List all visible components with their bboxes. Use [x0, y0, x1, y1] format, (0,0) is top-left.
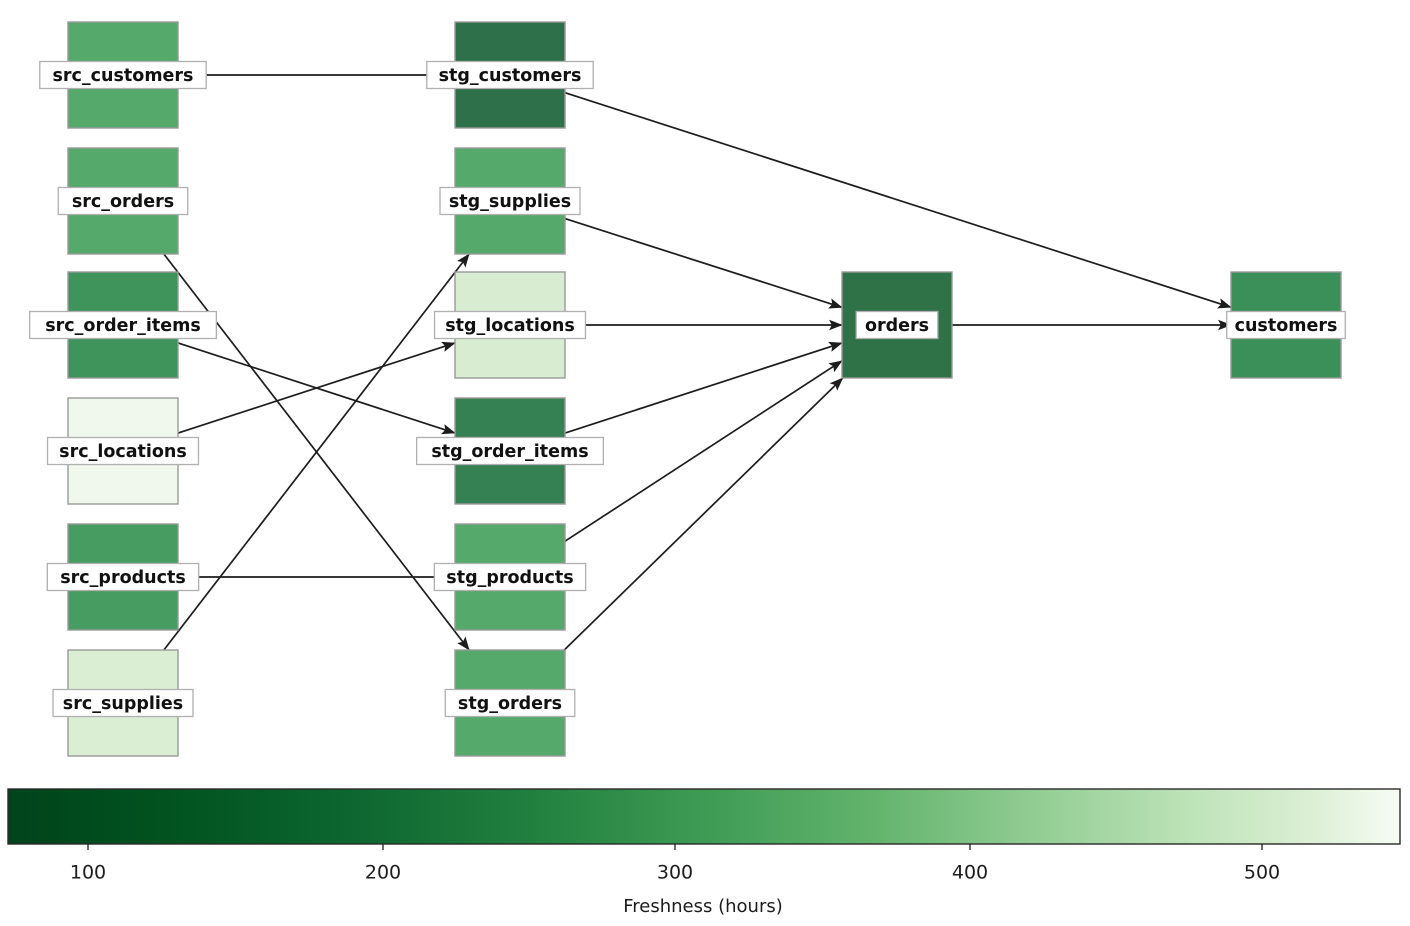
- node-label-src_locations: src_locations: [59, 442, 187, 462]
- node-src_order_items[interactable]: src_order_items: [28, 271, 218, 379]
- node-label-box-stg_locations: [433, 310, 587, 340]
- colorbar-ticks: 100 200 300 400 500: [70, 844, 1280, 884]
- colorbar-tick-label-100: 100: [70, 862, 106, 884]
- node-src_supplies[interactable]: src_supplies: [52, 649, 194, 757]
- node-label-box-src_supplies: [52, 688, 194, 718]
- edge-stg_products-to-orders: [564, 360, 843, 542]
- edges-layer: [163, 74, 1232, 651]
- node-label-stg_order_items: stg_order_items: [431, 442, 588, 462]
- node-src_customers[interactable]: src_customers: [39, 21, 207, 129]
- colorbar-tick-label-200: 200: [365, 862, 401, 884]
- node-label-box-stg_orders: [444, 688, 576, 718]
- node-label-box-stg_customers: [426, 60, 594, 90]
- node-label-box-stg_supplies: [439, 186, 581, 216]
- node-stg_locations[interactable]: stg_locations: [433, 271, 587, 379]
- colorbar-gradient: [8, 789, 1400, 844]
- node-label-orders: orders: [865, 316, 929, 336]
- node-label-stg_supplies: stg_supplies: [449, 192, 571, 212]
- node-src_products[interactable]: src_products: [46, 523, 200, 631]
- node-label-stg_orders: stg_orders: [458, 694, 562, 714]
- colorbar-tick-label-300: 300: [657, 862, 693, 884]
- edge-stg_order_items-to-orders: [564, 341, 843, 434]
- node-label-src_products: src_products: [60, 568, 186, 588]
- node-label-box-stg_order_items: [415, 436, 605, 466]
- node-label-stg_locations: stg_locations: [445, 316, 575, 336]
- node-label-stg_products: stg_products: [446, 568, 573, 588]
- edge-stg_supplies-to-orders: [564, 217, 843, 309]
- node-label-box-orders: [855, 310, 939, 340]
- colorbar-axis-label: Freshness (hours): [623, 896, 783, 917]
- colorbar-tick-label-500: 500: [1244, 862, 1280, 884]
- edge-src_locations-to-stg_locations: [177, 341, 456, 434]
- nodes-layer: src_customers src_orders src_order_itemssr…: [28, 21, 1346, 757]
- node-label-box-src_customers: [39, 60, 207, 90]
- node-orders[interactable]: orders: [841, 271, 953, 379]
- node-label-box-src_order_items: [28, 310, 218, 340]
- node-src_orders[interactable]: src_orders: [57, 147, 189, 255]
- node-label-stg_customers: stg_customers: [439, 66, 582, 86]
- edge-src_supplies-to-stg_supplies: [163, 253, 470, 651]
- node-label-customers: customers: [1235, 316, 1338, 336]
- node-label-box-src_products: [46, 562, 200, 592]
- node-stg_orders[interactable]: stg_orders: [444, 649, 576, 757]
- node-label-box-src_orders: [57, 186, 189, 216]
- node-stg_products[interactable]: stg_products: [433, 523, 587, 631]
- node-label-src_customers: src_customers: [53, 66, 194, 86]
- node-label-box-src_locations: [46, 436, 200, 466]
- node-label-src_orders: src_orders: [72, 192, 174, 212]
- node-label-src_supplies: src_supplies: [63, 694, 183, 714]
- colorbar-frame: [7, 788, 1401, 845]
- node-label-box-stg_products: [433, 562, 587, 592]
- node-stg_order_items[interactable]: stg_order_items: [415, 397, 605, 505]
- node-label-src_order_items: src_order_items: [45, 316, 200, 336]
- node-stg_customers[interactable]: stg_customers: [426, 21, 594, 129]
- colorbar-tick-label-400: 400: [952, 862, 988, 884]
- node-label-box-customers: [1226, 310, 1346, 340]
- node-src_locations[interactable]: src_locations: [46, 397, 200, 505]
- edge-stg_customers-to-customers: [564, 91, 1232, 309]
- node-stg_supplies[interactable]: stg_supplies: [439, 147, 581, 255]
- node-customers[interactable]: customers: [1226, 271, 1346, 379]
- edge-stg_orders-to-orders: [563, 377, 844, 651]
- colorbar: 100 200 300 400 500 Freshness (hours): [7, 788, 1401, 917]
